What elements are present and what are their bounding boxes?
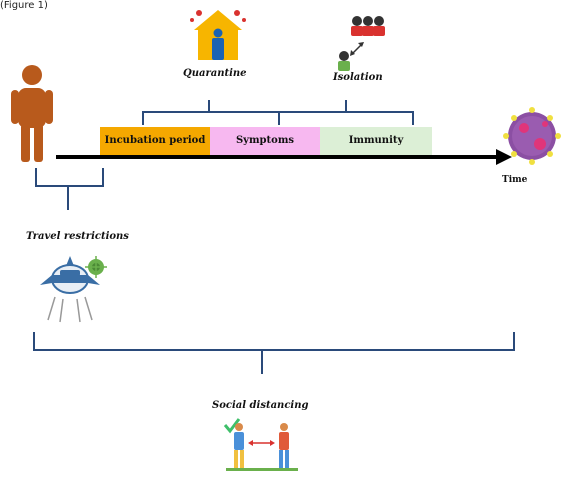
person-icon [11, 65, 53, 162]
phase-symptoms: Symptoms [210, 127, 320, 155]
virus-icon [503, 107, 561, 165]
quarantine-label: Quarantine [183, 68, 247, 79]
quarantine-bracket [142, 100, 280, 125]
two-people-distance-icon [223, 418, 298, 471]
top-clipped-text: (Figure 1) [0, 0, 48, 11]
social-distancing-label: Social distancing [212, 400, 309, 411]
travel-bracket [35, 168, 104, 210]
travel-restrictions-label: Travel restrictions [26, 231, 129, 242]
isolation-label: Isolation [333, 72, 383, 83]
phase-immunity: Immunity [320, 127, 432, 155]
time-axis-arrow [56, 149, 512, 165]
isolation-bracket [278, 100, 414, 125]
social-distancing-bracket [33, 332, 515, 374]
house-icon [190, 10, 246, 60]
time-label: Time [502, 175, 528, 185]
isolation-people-icon [338, 16, 385, 71]
airplane-icon [40, 256, 107, 323]
phase-incubation: Incubation period [100, 127, 210, 155]
